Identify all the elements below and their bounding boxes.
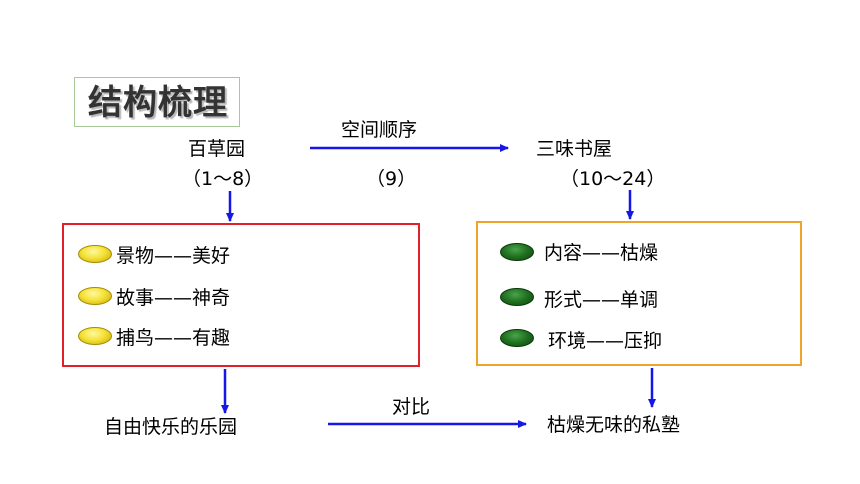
left-detail-box: 景物——美好 故事——神奇 捕鸟——有趣 <box>62 223 420 367</box>
yellow-bullet-icon <box>78 287 112 305</box>
contrast-label: 对比 <box>392 396 431 418</box>
left-item-1: 景物——美好 <box>116 245 231 267</box>
green-bullet-icon <box>500 288 534 306</box>
left-item-2: 故事——神奇 <box>116 287 231 309</box>
right-item-3: 环境——压抑 <box>548 330 663 352</box>
green-bullet-icon <box>500 243 534 261</box>
right-range-label: （10～24） <box>560 168 666 190</box>
yellow-bullet-icon <box>78 245 112 263</box>
page-title: 结构梳理 <box>88 83 228 123</box>
left-range-label: （1～8） <box>182 168 264 190</box>
right-conclusion: 枯燥无味的私塾 <box>547 414 681 436</box>
right-detail-box: 内容——枯燥 形式——单调 环境——压抑 <box>476 221 802 366</box>
middle-range-label: （9） <box>366 168 417 190</box>
title-box: 结构梳理 <box>74 77 240 127</box>
relation-label: 空间顺序 <box>341 119 418 141</box>
left-item-3: 捕鸟——有趣 <box>116 327 231 349</box>
left-conclusion: 自由快乐的乐园 <box>104 416 238 438</box>
left-place-label: 百草园 <box>188 138 246 160</box>
right-item-1: 内容——枯燥 <box>544 242 659 264</box>
green-bullet-icon <box>500 329 534 347</box>
right-item-2: 形式——单调 <box>544 289 659 311</box>
yellow-bullet-icon <box>78 327 112 345</box>
right-place-label: 三味书屋 <box>536 138 613 160</box>
